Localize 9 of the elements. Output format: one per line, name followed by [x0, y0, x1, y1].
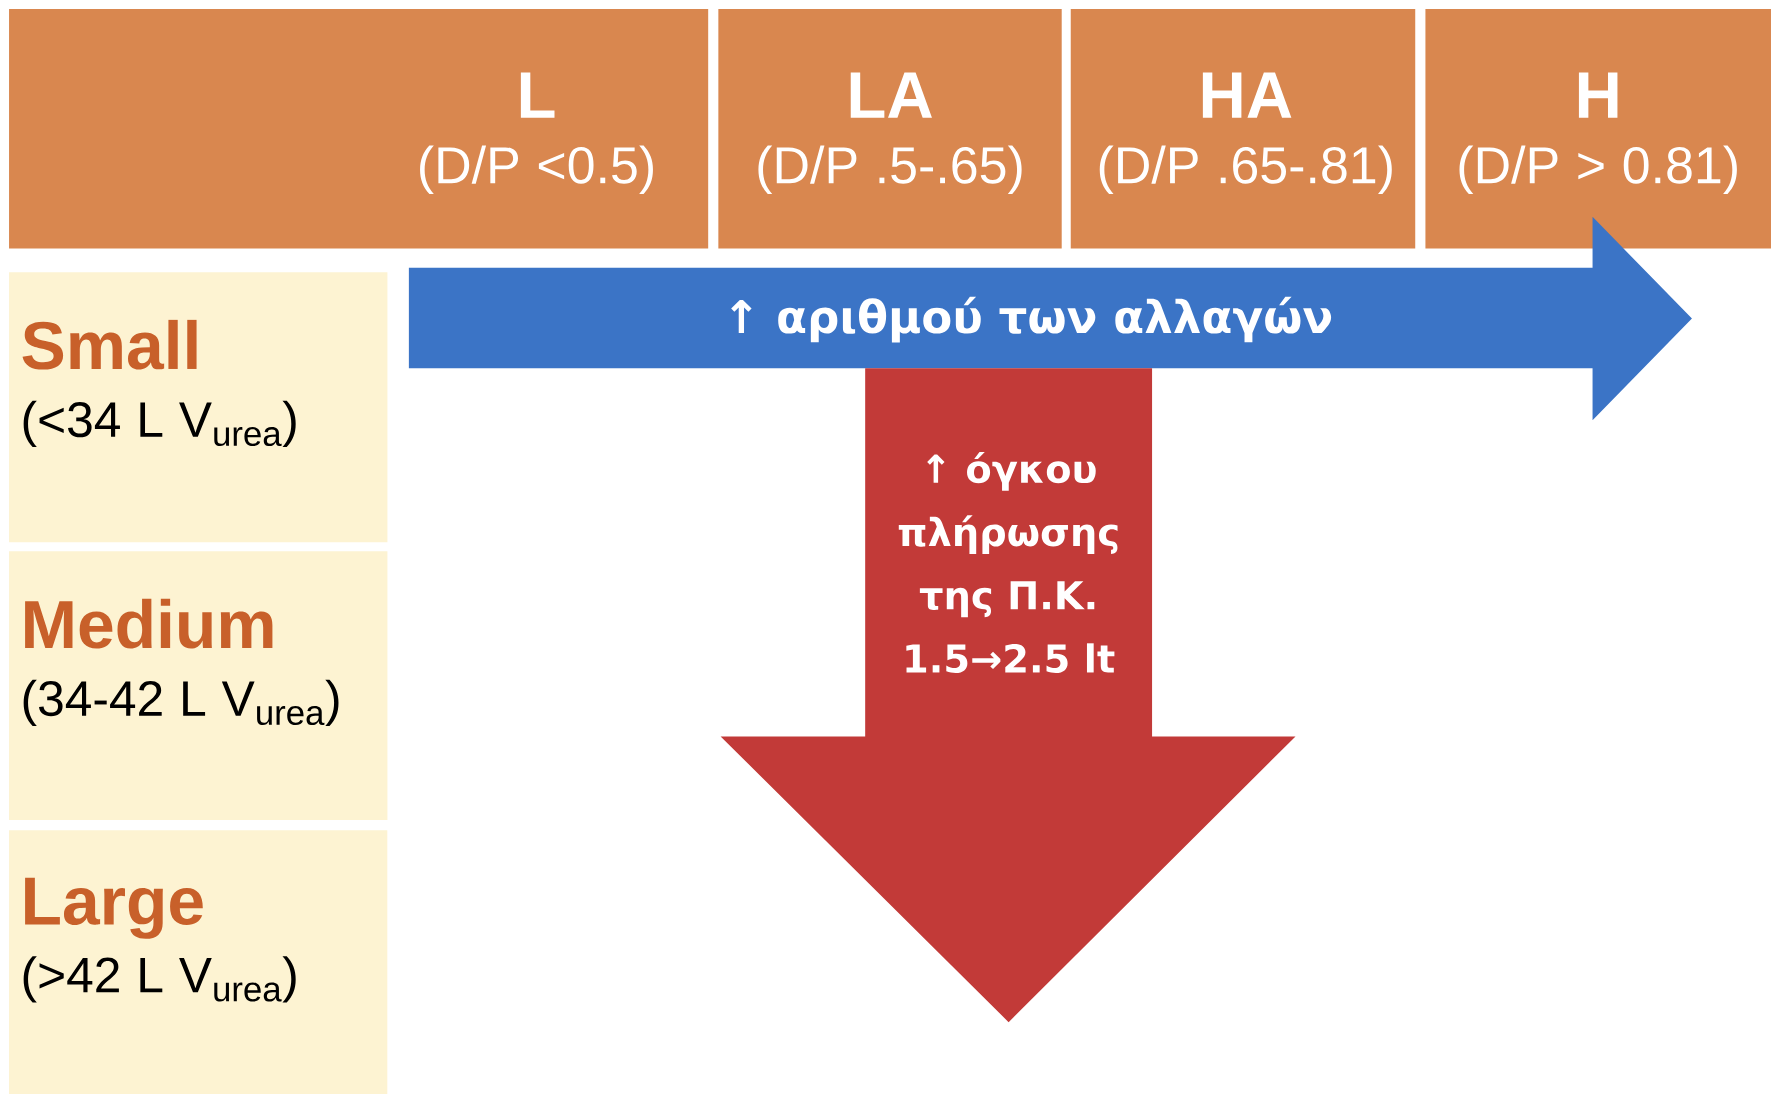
header-cell: L (D/P <0.5): [9, 8, 709, 249]
header-cell: H (D/P > 0.81): [1425, 8, 1771, 249]
row-header-cell: Medium (34-42 L V$_{urea}$): [9, 550, 388, 820]
row-header-cell: Large (>42 L V$_{urea}$): [9, 829, 388, 1094]
down-arrow-banner: ↑ όγκου πλήρωσης της Π.Κ. 1.5→2.5 lt: [720, 368, 1296, 1022]
right-arrow-banner: ↑ αριθμού των αλλαγών: [408, 216, 1692, 420]
row-header-cell: Small (<34 L V$_{urea}$): [9, 272, 388, 542]
header-cell: LA (D/P .5-.65): [718, 8, 1062, 249]
header-cell: HA (D/P .65-.81): [1070, 8, 1416, 249]
